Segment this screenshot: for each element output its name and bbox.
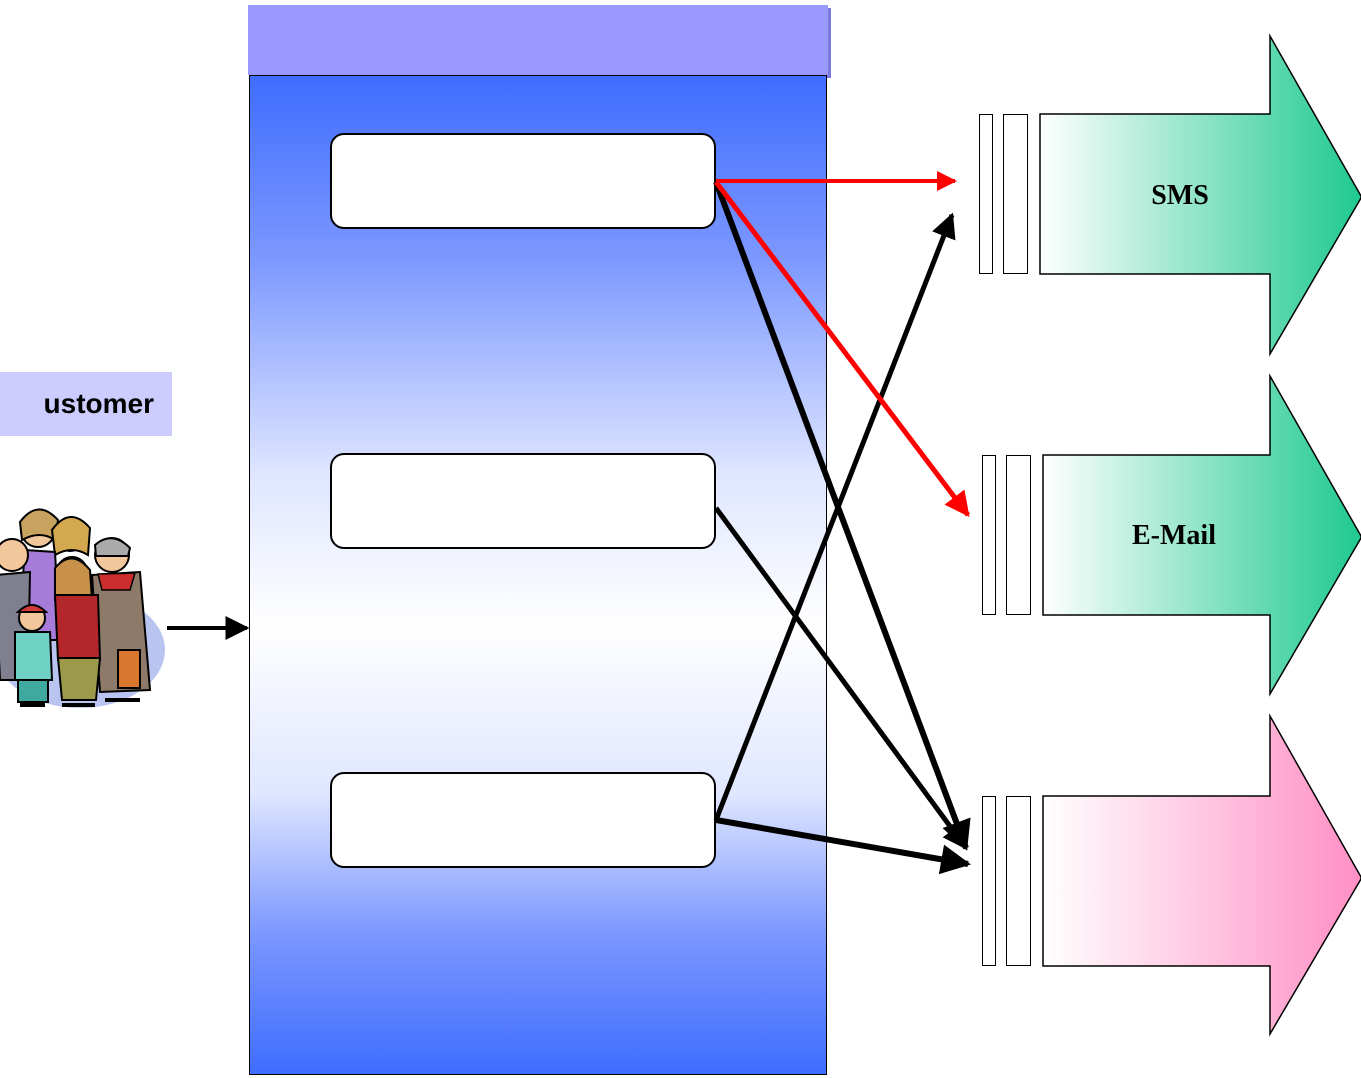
process-box-3 <box>330 772 716 868</box>
customer-label-text: ustomer <box>43 388 154 419</box>
connection-box1-to-third <box>713 180 971 851</box>
connection-box3-to-third <box>715 817 971 875</box>
people-group-icon <box>0 508 165 708</box>
sms-channel-arrow <box>1039 33 1361 357</box>
sms-channel-label: SMS <box>1151 180 1209 211</box>
panel-body <box>249 75 827 1075</box>
email-channel-arrow <box>1042 373 1361 697</box>
third-channel-arrow <box>1042 713 1361 1037</box>
sms-queue-bar-2 <box>1003 114 1028 274</box>
email-queue-bar-2 <box>1006 455 1031 615</box>
panel-header <box>248 5 828 75</box>
customer-label: ustomer <box>0 372 172 436</box>
connection-box3-to-sms <box>713 212 956 821</box>
connection-box1-to-email <box>714 180 970 517</box>
email-queue-bar-1 <box>982 455 996 615</box>
process-box-2 <box>330 453 716 549</box>
other-queue-bar-2 <box>1006 796 1031 966</box>
email-channel-label: E-Mail <box>1132 520 1216 551</box>
sms-queue-bar-1 <box>979 114 993 274</box>
process-box-1 <box>330 133 716 229</box>
connection-box2-to-third <box>713 506 969 851</box>
other-queue-bar-1 <box>982 796 996 966</box>
